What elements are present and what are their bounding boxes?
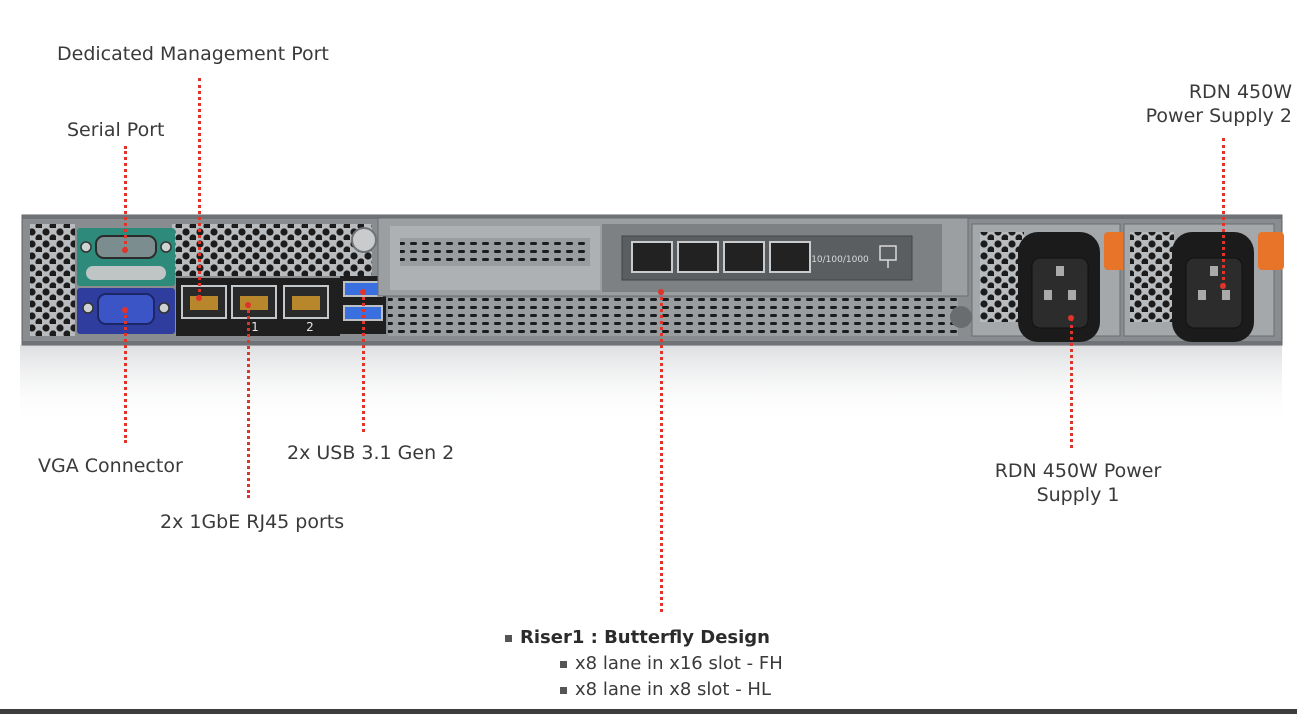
psu-2-latch bbox=[1258, 232, 1284, 270]
riser-item-text: x8 lane in x16 slot - FH bbox=[575, 653, 783, 674]
leader-usb bbox=[362, 292, 365, 432]
label-power-supply-2-line1: RDN 450W bbox=[1188, 81, 1292, 103]
label-rj45-ports: 2x 1GbE RJ45 ports bbox=[160, 511, 345, 533]
label-dedicated-management-port: Dedicated Management Port bbox=[57, 43, 329, 65]
leader-serial bbox=[124, 146, 127, 250]
nic-speed-text: 10/100/1000 bbox=[811, 255, 869, 265]
rj45-port-number-1: 1 bbox=[251, 320, 259, 334]
label-serial-port: Serial Port bbox=[67, 119, 165, 141]
riser-description: Riser1 : Butterfly Design x8 lane in x16… bbox=[505, 625, 783, 703]
leader-psu1 bbox=[1070, 318, 1073, 448]
bottom-rule bbox=[0, 709, 1297, 714]
label-usb: 2x USB 3.1 Gen 2 bbox=[287, 442, 455, 464]
vga-port-icon bbox=[82, 293, 170, 325]
label-vga-connector: VGA Connector bbox=[38, 455, 183, 477]
rj45-port-number-2: 2 bbox=[306, 320, 314, 334]
leader-vga-dot bbox=[122, 307, 128, 313]
leader-rj45 bbox=[247, 305, 250, 498]
rj45-port-icon bbox=[181, 285, 227, 319]
nic-ports bbox=[631, 241, 811, 273]
label-power-supply-2: RDN 450W Power Supply 2 bbox=[1110, 80, 1292, 128]
riser-title: Riser1 : Butterfly Design bbox=[505, 625, 783, 651]
leader-riser-dot bbox=[658, 289, 664, 295]
bullet-icon bbox=[505, 634, 512, 642]
leader-vga bbox=[124, 310, 127, 443]
leader-mgmt bbox=[198, 78, 201, 298]
bullet-icon bbox=[560, 660, 567, 668]
riser-item: x8 lane in x16 slot - FH bbox=[505, 651, 783, 677]
leader-psu2 bbox=[1222, 138, 1225, 286]
riser-item-text: x8 lane in x8 slot - HL bbox=[575, 679, 771, 700]
network-symbol-icon bbox=[879, 245, 897, 268]
leader-riser bbox=[660, 292, 663, 612]
leader-psu1-dot bbox=[1068, 315, 1074, 321]
leader-serial-dot bbox=[122, 247, 128, 253]
leader-rj45-dot bbox=[245, 302, 251, 308]
leader-usb-dot bbox=[360, 289, 366, 295]
riser-title-text: Riser1 : Butterfly Design bbox=[520, 627, 770, 648]
label-power-supply-1-line2: Supply 1 bbox=[1036, 484, 1120, 506]
label-power-supply-1: RDN 450W Power Supply 1 bbox=[995, 459, 1162, 507]
left-vent bbox=[30, 224, 75, 336]
leader-psu2-dot bbox=[1220, 283, 1226, 289]
bullet-icon bbox=[560, 686, 567, 694]
riser-item: x8 lane in x8 slot - HL bbox=[505, 677, 783, 703]
leader-mgmt-dot bbox=[196, 295, 202, 301]
power-inlet-icon bbox=[1018, 232, 1100, 342]
label-power-supply-1-line1: RDN 450W Power bbox=[994, 460, 1162, 482]
label-power-supply-2-line2: Power Supply 2 bbox=[1145, 105, 1292, 127]
